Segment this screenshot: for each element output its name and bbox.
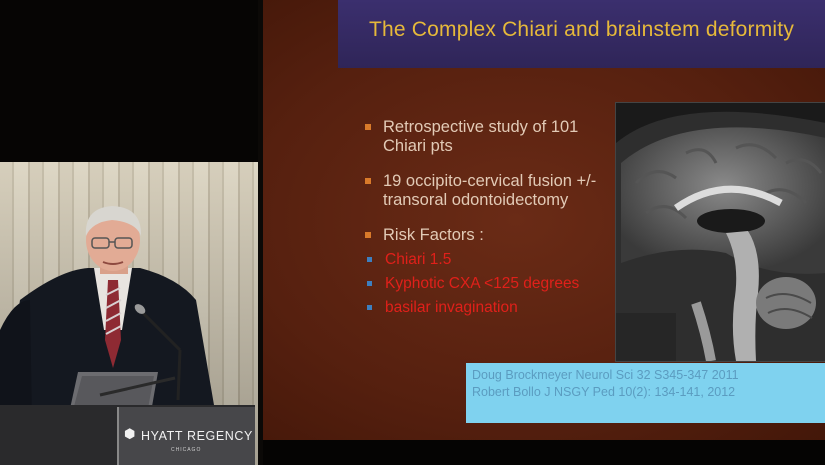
speaker-glasses-right	[114, 237, 133, 249]
microphone-head	[134, 304, 146, 314]
reference-line: Doug Brockmeyer Neurol Sci 32 S345-347 2…	[472, 368, 739, 382]
cerebellum	[756, 277, 816, 329]
divider	[258, 0, 263, 465]
risk-factor-item: Chiari 1.5	[363, 251, 623, 269]
bullet-icon	[365, 232, 371, 238]
speaker	[0, 206, 214, 454]
microphone-stem	[140, 310, 182, 352]
brain-cortex	[621, 127, 825, 274]
podium-brand-sub: CHICAGO	[171, 447, 202, 453]
hyatt-logo-icon: ⬢	[124, 426, 136, 441]
bullet-icon	[365, 124, 371, 130]
dark-background	[0, 0, 262, 162]
sub-bullet-icon	[367, 281, 372, 286]
bullet-item: Retrospective study of 101 Chiari pts	[363, 118, 623, 156]
speaker-tie-stripes	[105, 287, 122, 335]
bullet-item: 19 occipito-cervical fusion +/- transora…	[363, 172, 623, 210]
reference-box: Doug Brockmeyer Neurol Sci 32 S345-347 2…	[466, 363, 825, 423]
mri-image	[615, 102, 825, 362]
podium-brand: HYATT REGENCY	[141, 429, 253, 443]
projected-slide: The Complex Chiari and brainstem deformi…	[263, 0, 825, 440]
risk-factor-item: Kyphotic CXA <125 degrees	[363, 275, 623, 293]
podium-sign: ⬢ HYATT REGENCY CHICAGO	[117, 407, 255, 465]
reference-line: Robert Bollo J NSGY Ped 10(2): 134-141, …	[472, 385, 736, 399]
slide-title-bar: The Complex Chiari and brainstem deformi…	[338, 0, 825, 68]
bullet-item: Risk Factors :	[363, 226, 623, 245]
speaker-glasses-left	[91, 237, 110, 249]
gooseneck-mic	[99, 376, 176, 397]
sub-bullet-icon	[367, 305, 372, 310]
bullet-icon	[365, 178, 371, 184]
screen-bottom-edge	[263, 440, 825, 465]
speaker-face	[86, 209, 140, 271]
risk-factor-item: basilar invagination	[363, 299, 623, 317]
corpus-callosum	[673, 185, 783, 211]
sub-bullet-icon	[367, 257, 372, 262]
brainstem	[726, 231, 759, 361]
ventricle	[697, 209, 765, 233]
spine	[691, 301, 716, 361]
slide-title: The Complex Chiari and brainstem deformi…	[368, 18, 795, 41]
speaker-mouth	[102, 261, 124, 265]
speaker-suit	[0, 268, 214, 440]
bullet-list: Retrospective study of 101 Chiari pts 19…	[363, 118, 623, 323]
speaker-hair	[85, 206, 142, 236]
